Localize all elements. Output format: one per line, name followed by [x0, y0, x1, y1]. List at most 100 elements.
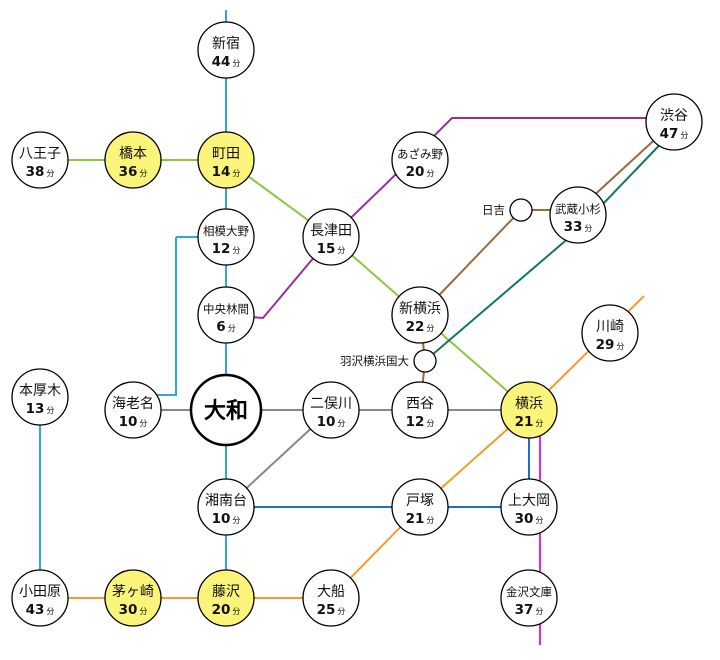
minutes-unit: 分	[616, 342, 624, 351]
minutes-value: 30	[515, 511, 534, 527]
station-name: 日吉	[482, 203, 505, 217]
station-marker	[391, 381, 449, 439]
minutes-unit: 分	[139, 607, 147, 616]
minutes-value: 29	[596, 337, 615, 353]
hub-name: 大和	[204, 399, 248, 424]
sagami-ebina-connector	[133, 237, 177, 396]
minutes-value: 12	[406, 414, 425, 430]
station-hub[interactable]: 大和	[189, 373, 263, 447]
station-name: 小田原	[19, 584, 61, 600]
station-name: 新横浜	[399, 301, 441, 317]
station-name: あざみ野	[397, 147, 443, 161]
station-name: 中央林間	[203, 302, 249, 316]
station-marker	[500, 381, 558, 439]
minutes-value: 6	[216, 319, 225, 335]
station-name: 西谷	[406, 396, 434, 412]
minutes-value: 12	[212, 241, 231, 257]
station-name: 八王子	[19, 146, 61, 162]
jr-yokohama-line	[225, 159, 530, 411]
blue-line	[226, 410, 530, 508]
minutes-unit: 分	[426, 169, 434, 178]
station-marker	[391, 131, 449, 189]
minutes-unit: 分	[426, 516, 434, 525]
station-name: 町田	[212, 146, 240, 162]
minutes-value: 44	[212, 54, 231, 70]
station-name: 川崎	[596, 319, 624, 335]
minutes-unit: 分	[232, 607, 240, 616]
station-name: 茅ヶ崎	[112, 584, 154, 600]
station-marker	[197, 478, 255, 536]
station-name: 上大岡	[508, 493, 550, 509]
station-name: 藤沢	[212, 584, 240, 600]
station-marker	[549, 186, 607, 244]
station-name: 橋本	[119, 146, 147, 162]
station-marker	[104, 131, 162, 189]
minutes-value: 22	[406, 319, 425, 335]
station-marker	[500, 478, 558, 536]
station-name: 本厚木	[19, 383, 61, 399]
station-name: 金沢文庫	[506, 585, 552, 599]
minutes-value: 10	[119, 414, 138, 430]
toyoko-line	[419, 121, 675, 316]
minutes-value: 13	[26, 401, 45, 417]
minutes-unit: 分	[232, 169, 240, 178]
station-marker	[413, 349, 437, 373]
minutes-value: 21	[406, 511, 425, 527]
minutes-unit: 分	[228, 324, 236, 333]
minutes-unit: 分	[337, 246, 345, 255]
minutes-unit: 分	[535, 419, 543, 428]
station-marker	[197, 208, 255, 266]
minutes-value: 10	[317, 414, 336, 430]
station-marker	[197, 569, 255, 627]
station-hazawa[interactable]: 羽沢横浜国大	[340, 349, 437, 373]
minutes-value: 20	[406, 164, 425, 180]
minutes-value: 14	[212, 164, 231, 180]
station-name: 渋谷	[660, 108, 688, 124]
minutes-unit: 分	[232, 516, 240, 525]
minutes-unit: 分	[535, 607, 543, 616]
station-hiyoshi[interactable]: 日吉	[482, 198, 533, 222]
station-marker	[104, 569, 162, 627]
station-name: 新宿	[212, 35, 240, 52]
